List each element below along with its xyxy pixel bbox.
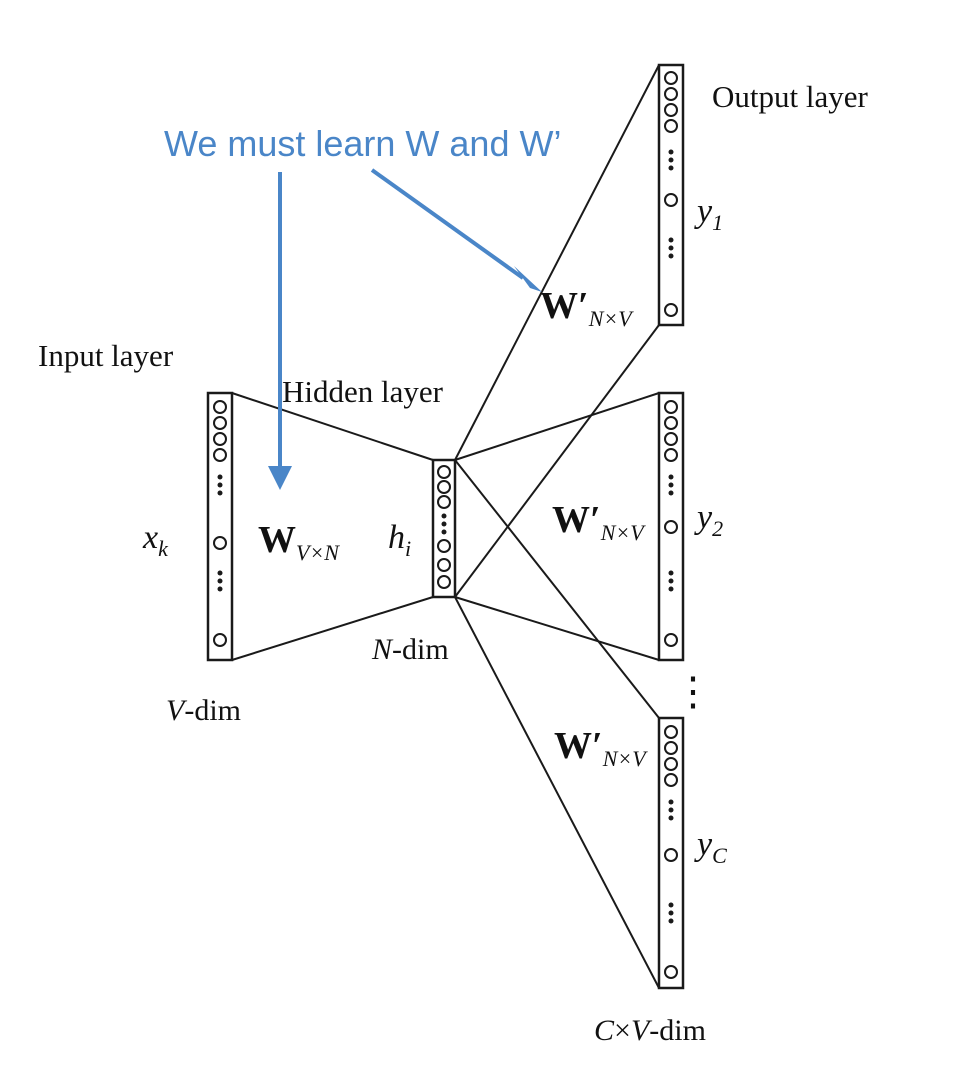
output-dots [668, 253, 674, 259]
hidden-dots [441, 521, 447, 527]
column-input [206, 391, 234, 662]
output-dots [668, 570, 674, 576]
output-dots [668, 482, 674, 488]
n-dim-label: N-dim [371, 633, 449, 666]
edge-h-o1-bottom [454, 324, 660, 598]
output-node [664, 633, 678, 647]
output-dots [668, 245, 674, 251]
output-dots [668, 910, 674, 916]
output-dots [668, 165, 674, 171]
hidden-dots [441, 529, 447, 535]
input-node [213, 416, 227, 430]
output-node [664, 757, 678, 771]
output-node [664, 71, 678, 85]
input-node [213, 400, 227, 414]
output-ellipsis: ⋮ [673, 669, 713, 714]
input-node [213, 633, 227, 647]
input-node [213, 448, 227, 462]
output-dots [668, 807, 674, 813]
output-variable-yc: yC [694, 826, 727, 868]
output-dots [668, 586, 674, 592]
input-weight-label: WV×N [258, 519, 340, 565]
output-node [664, 773, 678, 787]
output-node [664, 432, 678, 446]
output-dots [668, 157, 674, 163]
output-node [664, 400, 678, 414]
hidden-node [437, 575, 451, 589]
hidden-node [437, 558, 451, 572]
output-node [664, 520, 678, 534]
output-variable-y1: y1 [694, 193, 723, 235]
column-output-c [657, 716, 685, 990]
input-node [213, 536, 227, 550]
annotation-text: We must learn W and W’ [164, 123, 561, 164]
output-dots [668, 578, 674, 584]
output-node [664, 87, 678, 101]
hidden-node [437, 495, 451, 509]
hidden-layer-label: Hidden layer [282, 374, 444, 409]
output-layer-label: Output layer [712, 79, 868, 114]
column-hidden [431, 458, 457, 599]
hidden-variable-hi: hi [388, 519, 411, 561]
column-output-2 [657, 391, 685, 662]
edge-input-bottom [231, 596, 434, 661]
output-weight-label-2: W′N×V [552, 499, 646, 545]
connection-lines [231, 64, 660, 989]
hidden-node [437, 465, 451, 479]
input-dots [217, 570, 223, 576]
input-dots [217, 586, 223, 592]
output-variable-y2: y2 [694, 499, 723, 541]
output-node [664, 848, 678, 862]
output-dots [668, 474, 674, 480]
output-dots [668, 918, 674, 924]
output-dots [668, 815, 674, 821]
output-dots [668, 237, 674, 243]
output-dots [668, 490, 674, 496]
edge-h-oc-top [454, 459, 660, 719]
input-layer-label: Input layer [38, 338, 174, 373]
input-dots [217, 474, 223, 480]
output-node [664, 741, 678, 755]
hidden-node [437, 539, 451, 553]
edge-h-oc-bottom [454, 596, 660, 989]
v-dim-label: V-dim [166, 694, 241, 727]
output-weight-label-c: W′N×V [554, 725, 648, 771]
output-node [664, 448, 678, 462]
output-node [664, 119, 678, 133]
input-node [213, 432, 227, 446]
input-dots [217, 482, 223, 488]
edge-h-o2-bottom [454, 596, 660, 661]
edge-input-top [231, 392, 434, 461]
output-dots [668, 902, 674, 908]
output-node [664, 303, 678, 317]
output-node [664, 193, 678, 207]
annotation-arrows [268, 168, 542, 490]
output-dots [668, 799, 674, 805]
output-node [664, 725, 678, 739]
input-dots [217, 490, 223, 496]
output-weight-label-1: W′N×V [540, 285, 634, 331]
annotation-arrow-output-line [370, 168, 525, 280]
input-variable-xk: xk [142, 519, 169, 561]
edge-h-o2-top [454, 392, 660, 461]
output-node [664, 103, 678, 117]
annotation-arrow-output-head [514, 266, 542, 292]
cv-dim-label: C×V-dim [594, 1014, 706, 1047]
input-dots [217, 578, 223, 584]
output-node [664, 965, 678, 979]
hidden-dots [441, 513, 447, 519]
output-node [664, 416, 678, 430]
edge-h-o1-top [454, 64, 660, 461]
output-dots [668, 149, 674, 155]
annotation-arrow-input-head [268, 466, 292, 490]
hidden-node [437, 480, 451, 494]
column-output-1 [657, 63, 685, 327]
